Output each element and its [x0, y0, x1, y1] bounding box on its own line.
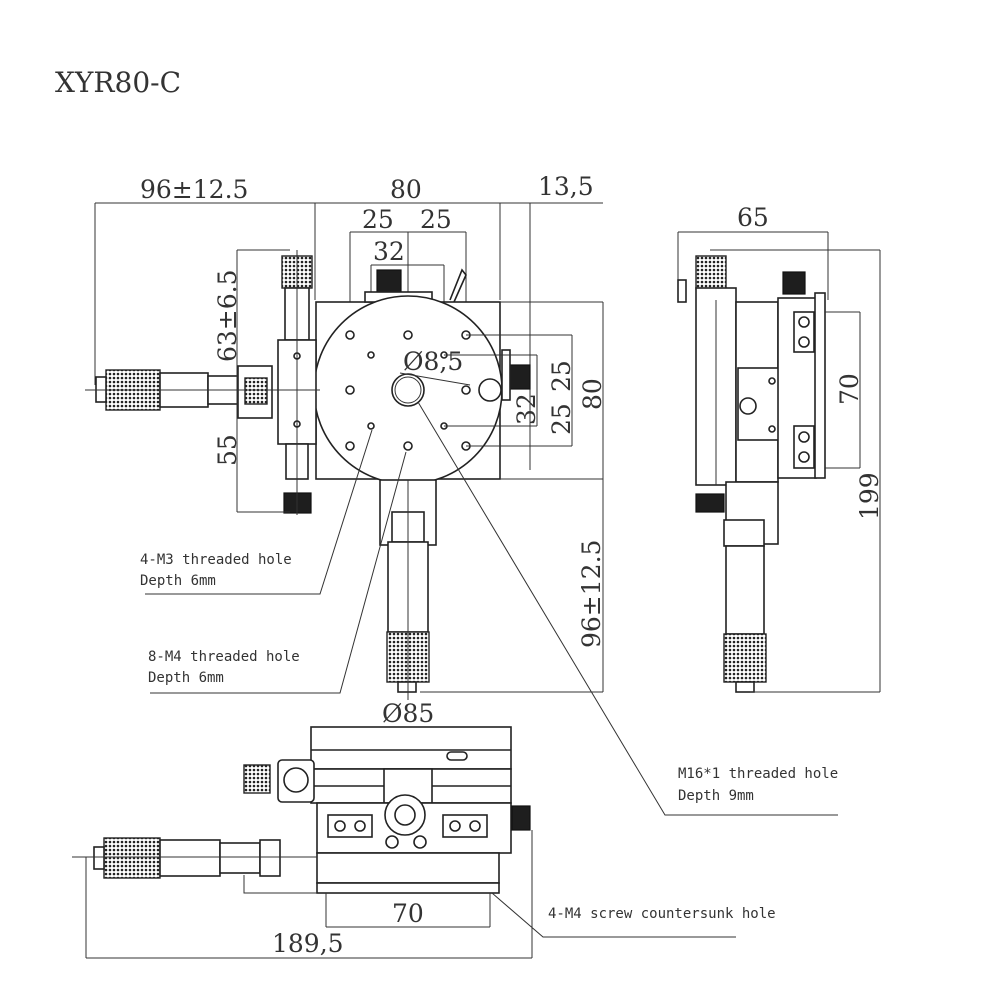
leader-countersunk	[491, 892, 736, 938]
pin	[677, 279, 687, 303]
note-m16-line1: M16*1 threaded hole	[678, 766, 838, 782]
dim-25-lower: 25	[547, 403, 576, 435]
dim-right-offset: 13,5	[538, 172, 594, 201]
m4-hole	[403, 330, 413, 340]
dim-center-hole-dia: Ø8,5	[403, 347, 463, 376]
micrometer-thimble	[723, 633, 767, 683]
m4-hole	[461, 385, 471, 395]
lock-bracket	[277, 759, 315, 803]
dim-25-upper: 25	[547, 360, 576, 392]
lock-knob	[243, 764, 271, 794]
side-rail	[814, 292, 826, 479]
micrometer-thimble	[695, 255, 727, 290]
note-8m4-line2: Depth 6mm	[148, 670, 224, 686]
screw	[768, 377, 776, 385]
front-view: Ø85 70	[72, 699, 838, 959]
screw	[798, 451, 810, 463]
screw	[334, 820, 346, 832]
dim-overall-length: 189,5	[272, 929, 344, 958]
right-lock-knob	[509, 364, 531, 390]
screw	[798, 316, 810, 328]
leader-m16	[417, 401, 838, 816]
dim-25-right: 25	[420, 205, 452, 234]
m16-hole	[394, 804, 416, 826]
note-4m3-line1: 4-M3 threaded hole	[140, 552, 292, 568]
screw	[449, 820, 461, 832]
lock-plate	[737, 367, 781, 441]
screw	[293, 352, 301, 360]
m4-hole	[345, 385, 355, 395]
dim-side-height: 199	[855, 472, 884, 520]
screw	[413, 835, 427, 849]
screw-block	[793, 311, 815, 353]
lock-knob	[695, 493, 725, 513]
note-countersunk: 4-M4 screw countersunk hole	[548, 906, 776, 922]
right-lock-base	[501, 349, 511, 401]
screw	[768, 425, 776, 433]
micrometer-sleeve	[159, 839, 221, 877]
screw	[798, 336, 810, 348]
m4-hole	[345, 441, 355, 451]
rotary-top	[310, 726, 512, 770]
side-view: 65 70 199	[677, 203, 884, 693]
slot	[446, 751, 468, 761]
dim-55-lower: 55	[213, 434, 242, 466]
m4-hole	[345, 330, 355, 340]
pin	[449, 268, 467, 303]
mounting-holes	[345, 330, 502, 451]
lock-knob	[782, 271, 806, 295]
micrometer-collar	[723, 519, 765, 547]
lock-screw	[739, 397, 757, 415]
leader-line	[399, 372, 471, 386]
micrometer-cap	[93, 846, 105, 870]
center-hole-inner	[394, 376, 422, 404]
dim-side-width: 65	[737, 203, 769, 232]
leader-8m4	[150, 451, 407, 694]
micrometer-collar	[259, 839, 281, 877]
rotary-disc	[313, 295, 503, 485]
dim-63-upper: 63±6.5	[213, 269, 242, 362]
bracket-outline	[243, 875, 317, 894]
m3-hole	[367, 422, 375, 430]
m3-hole	[367, 351, 375, 359]
dim-width-80: 80	[390, 175, 422, 204]
xy-stage-lower	[316, 852, 500, 884]
base-plate	[316, 882, 500, 894]
lock-ring	[283, 767, 309, 793]
dim-bottom-travel: 96±12.5	[577, 540, 606, 648]
cross-roller-screws	[793, 311, 815, 469]
screw	[385, 835, 399, 849]
screw	[798, 431, 810, 443]
dim-32-right: 32	[512, 393, 541, 425]
m16-boss	[384, 794, 426, 836]
dim-diameter-85: Ø85	[382, 699, 434, 728]
leader-4m3	[145, 429, 373, 595]
note-4m3-line2: Depth 6mm	[140, 573, 216, 589]
screw	[469, 820, 481, 832]
dim-25-left: 25	[362, 205, 394, 234]
micrometer-barrel	[219, 842, 261, 874]
lock-knob	[376, 269, 402, 293]
micrometer-thimble	[103, 837, 161, 879]
screw	[354, 820, 366, 832]
dim-left-travel: 96±12.5	[140, 175, 248, 204]
dim-80-right: 80	[578, 378, 607, 410]
dim-side-mount-spacing: 70	[835, 373, 864, 405]
lock-knob	[511, 805, 531, 831]
drawing-title: XYR80-C	[55, 66, 181, 99]
micrometer-cap	[735, 681, 755, 693]
coupling-knob	[244, 377, 268, 405]
micrometer-cap	[397, 681, 417, 693]
pin-hole	[478, 378, 502, 402]
m4-hole	[403, 441, 413, 451]
note-m16-line2: Depth 9mm	[678, 788, 754, 804]
top-view: 96±12.5 80 13,5 25 25 32	[85, 172, 838, 816]
note-8m4-line1: 8-M4 threaded hole	[148, 649, 300, 665]
dim-32-top: 32	[373, 237, 405, 266]
screw	[293, 420, 301, 428]
dim-front-mount-spacing: 70	[392, 899, 424, 928]
micrometer-sleeve	[725, 545, 765, 635]
